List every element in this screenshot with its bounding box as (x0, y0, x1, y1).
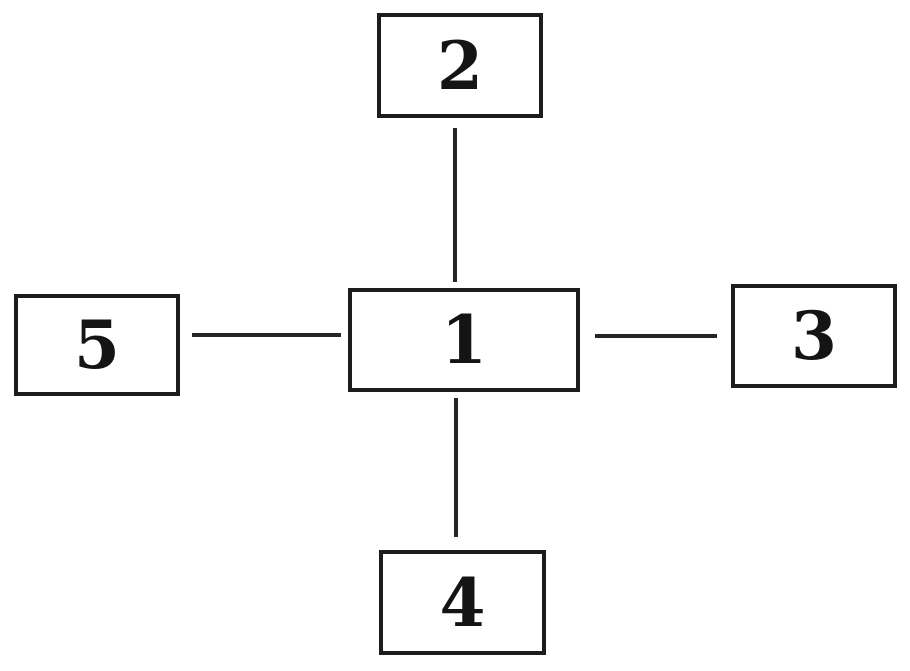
edge-node1-to-node3 (595, 334, 717, 338)
node-box-3: 3 (731, 284, 897, 388)
node-box-4: 4 (379, 550, 546, 655)
edge-node2-to-node1 (453, 128, 457, 282)
node-label-2: 2 (437, 26, 483, 105)
node-label-4: 4 (439, 563, 486, 642)
node-label-1: 1 (441, 301, 487, 379)
node-box-5: 5 (14, 294, 180, 396)
edge-node5-to-node1 (192, 333, 341, 337)
node-label-3: 3 (791, 297, 837, 375)
edge-node1-to-node4 (454, 398, 458, 537)
node-label-5: 5 (74, 306, 120, 384)
node-box-1: 1 (348, 288, 580, 392)
node-box-2: 2 (377, 13, 543, 118)
